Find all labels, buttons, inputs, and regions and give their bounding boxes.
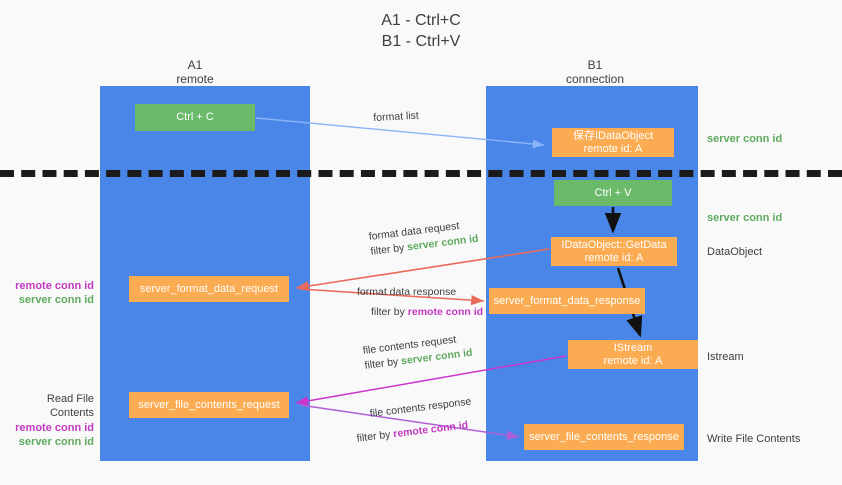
edge-caption-format-list-text: format list — [373, 109, 420, 124]
filter-prefix: filter by — [369, 241, 408, 258]
edge-format-data-response — [299, 288, 485, 306]
node-server-format-data-response[interactable]: server_format_data_response — [489, 288, 645, 314]
filter-prefix: filter by — [363, 355, 402, 372]
node-ctrl-c[interactable]: Ctrl + C — [135, 104, 255, 131]
node-server-file-contents-response[interactable]: server_file_contents_response — [524, 424, 684, 450]
label-server-conn-id: server conn id — [18, 294, 94, 306]
edge-caption-format-list: format list — [373, 109, 419, 126]
label-istream: Istream — [707, 351, 744, 363]
label-dataobject: DataObject — [707, 246, 763, 258]
caption-line-filter: filter by remote conn id — [371, 305, 483, 320]
phase-divider — [0, 170, 842, 177]
node-istream[interactable]: IStream remote id: A — [568, 340, 698, 369]
edge-caption-format-data-response: format data response filter by remote co… — [357, 285, 483, 320]
node-idataobject-getdata[interactable]: IDataObject::GetData remote id: A — [551, 237, 677, 266]
node-server-file-contents-request[interactable]: server_file_contents_request — [129, 392, 289, 418]
caption-line-primary: format data response — [357, 286, 457, 298]
filter-prefix: filter by — [356, 428, 394, 445]
label-read-file-contents: Read File Contents — [46, 393, 94, 419]
filter-key-remote-conn-id: remote conn id — [407, 306, 484, 318]
label-server-conn-id-top: server conn id — [707, 133, 783, 145]
edge-file-contents-request — [295, 355, 567, 406]
label-server-conn-id: server conn id — [18, 436, 94, 448]
label-group-read-file-contents: Read File Contents remote conn id server… — [0, 392, 94, 449]
label-write-file-contents: Write File Contents — [707, 433, 801, 445]
node-save-idataobject[interactable]: 保存IDataObject remote id: A — [552, 128, 674, 157]
node-ctrl-v[interactable]: Ctrl + V — [554, 180, 672, 206]
label-remote-conn-id: remote conn id — [15, 280, 94, 292]
page-title: A1 - Ctrl+C B1 - Ctrl+V — [381, 12, 461, 50]
column-header-a1: A1 remote — [176, 58, 214, 86]
edge-format-data-request — [295, 248, 550, 292]
edge-file-contents-response — [299, 404, 520, 441]
label-server-conn-id-mid: server conn id — [707, 212, 783, 224]
edge-format-list — [255, 117, 545, 149]
filter-prefix: filter by — [371, 306, 408, 318]
label-remote-conn-id: remote conn id — [15, 422, 94, 434]
node-server-format-data-request[interactable]: server_format_data_request — [129, 276, 289, 302]
label-group-conn-ids-upper: remote conn id server conn id — [0, 279, 94, 307]
column-header-b1: B1 connection — [565, 58, 625, 86]
